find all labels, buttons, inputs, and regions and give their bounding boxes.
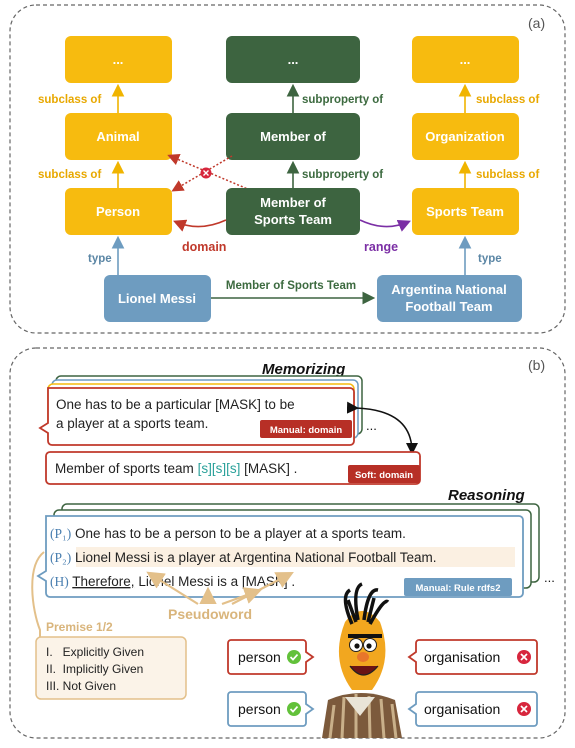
soft-prefix: Member of sports team — [55, 461, 194, 476]
node-person-label: Person — [96, 204, 140, 219]
node-member-of-label: Member of — [260, 129, 326, 144]
arrow-range — [359, 219, 411, 232]
h-rest: Lionel Messi is a [MASK] . — [138, 574, 295, 589]
p2-mid: is a player at — [154, 550, 231, 565]
node-member-sports-team-line2: Sports Team — [254, 212, 332, 227]
node-dots-left-label: ... — [113, 52, 124, 67]
node-animal — [65, 113, 172, 160]
curved-double-arrow — [346, 401, 418, 455]
answer-bubble-person-red: person — [227, 639, 315, 675]
muppet-character-icon — [322, 582, 402, 739]
node-person — [65, 188, 172, 235]
ellipsis-1: ... — [366, 418, 377, 433]
node-messi — [104, 275, 211, 322]
edge-subclass-right-bottom: subclass of — [476, 169, 539, 181]
edge-range: range — [364, 240, 398, 254]
node-member-of — [226, 113, 360, 160]
premise-bracket — [31, 551, 45, 637]
check-icon — [287, 650, 301, 664]
soft-tag-label: Soft: domain — [355, 470, 413, 481]
p2-arg: Argentina National Football Team. — [233, 550, 436, 565]
cross-icon — [200, 167, 212, 179]
premise-item-2: II. Implicitly Given — [46, 662, 143, 676]
panel-a-label: (a) — [528, 15, 545, 31]
answer-org-1: organisation — [424, 649, 500, 665]
edge-subproperty-bottom: subproperty of — [302, 169, 383, 181]
p1-label: (P₁) — [50, 526, 71, 541]
panel-b-frame — [9, 347, 566, 739]
node-dots-right-label: ... — [460, 52, 471, 67]
node-animal-label: Animal — [96, 129, 139, 144]
pseudoword-arrow-4 — [231, 571, 294, 605]
panel-a-frame — [9, 4, 566, 334]
edge-subclass-left-bottom: subclass of — [38, 169, 101, 181]
dotted-arrow-to-animal — [167, 153, 251, 191]
reasoning-title: Reasoning — [448, 487, 525, 504]
answer-person-2: person — [238, 701, 281, 717]
answer-person-1: person — [238, 649, 281, 665]
edge-type-left: type — [88, 253, 112, 265]
check-icon — [287, 702, 301, 716]
node-argentina — [377, 275, 522, 322]
p2-line: (P₂) Lionel Messi is a player at Argenti… — [50, 550, 436, 565]
node-dots-right — [412, 36, 519, 83]
node-dots-left — [65, 36, 172, 83]
manual-text-line2: a player at a sports team. — [56, 416, 208, 431]
manual-tag — [260, 420, 352, 438]
cross-icon — [517, 650, 531, 664]
edge-domain: domain — [182, 240, 226, 254]
p2-label: (P₂) — [50, 550, 71, 565]
node-argentina-line2: Football Team — [405, 299, 492, 314]
edge-subproperty-top: subproperty of — [302, 94, 383, 106]
p2-highlight — [76, 547, 515, 567]
panel-b-label: (b) — [528, 357, 545, 373]
premise-box — [35, 636, 187, 700]
premise-item-3: III. Not Given — [46, 679, 116, 693]
p1-text: One has to be a person to be a player at… — [75, 526, 406, 541]
h-therefore: Therefore, — [72, 574, 134, 589]
edge-member-sports: Member of Sports Team — [226, 280, 356, 292]
node-organization-label: Organization — [425, 129, 505, 144]
p2-messi: Lionel Messi — [75, 550, 150, 565]
edge-subclass-right-top: subclass of — [476, 94, 539, 106]
edge-type-right: type — [478, 253, 502, 265]
manual-text-line1: One has to be a particular [MASK] to be — [56, 397, 295, 412]
pseudoword-arrow-1 — [146, 571, 199, 605]
answer-bubble-org-blue: organisation — [407, 691, 538, 727]
node-dots-mid — [226, 36, 360, 83]
arrow-domain — [173, 219, 227, 232]
cross-icon — [517, 702, 531, 716]
premise-title: Premise 1/2 — [46, 620, 113, 634]
edge-subclass-left-top: subclass of — [38, 94, 101, 106]
soft-tag — [348, 465, 420, 483]
node-organization — [412, 113, 519, 160]
node-member-sports-team — [226, 188, 360, 235]
node-messi-label: Lionel Messi — [118, 291, 196, 306]
answer-bubble-org-red: organisation — [407, 639, 538, 675]
node-dots-mid-label: ... — [288, 52, 299, 67]
pseudoword-label: Pseudoword — [168, 606, 252, 622]
memorizing-title: Memorizing — [262, 361, 345, 378]
node-member-sports-team-line1: Member of — [260, 195, 326, 210]
node-sports-team — [412, 188, 519, 235]
h-label: (H) — [50, 574, 69, 589]
answer-org-2: organisation — [424, 701, 500, 717]
rule-tag — [404, 578, 512, 596]
node-sports-team-label: Sports Team — [426, 204, 504, 219]
premise-item-1: I. Explicitly Given — [46, 645, 144, 659]
p1-line: (P₁) One has to be a person to be a play… — [50, 526, 406, 541]
soft-tokens: [s][s][s] — [198, 461, 241, 476]
ellipsis-2: ... — [544, 570, 555, 585]
rule-tag-label: Manual: Rule rdfs2 — [416, 583, 501, 594]
manual-tag-label: Manual: domain — [270, 425, 343, 436]
soft-text: Member of sports team [s][s][s] [MASK] . — [55, 461, 297, 476]
soft-suffix: [MASK] . — [244, 461, 297, 476]
answer-bubble-person-blue: person — [227, 691, 315, 727]
h-line: (H) Therefore, Lionel Messi is a [MASK] … — [50, 574, 295, 589]
node-argentina-line1: Argentina National — [391, 282, 507, 297]
